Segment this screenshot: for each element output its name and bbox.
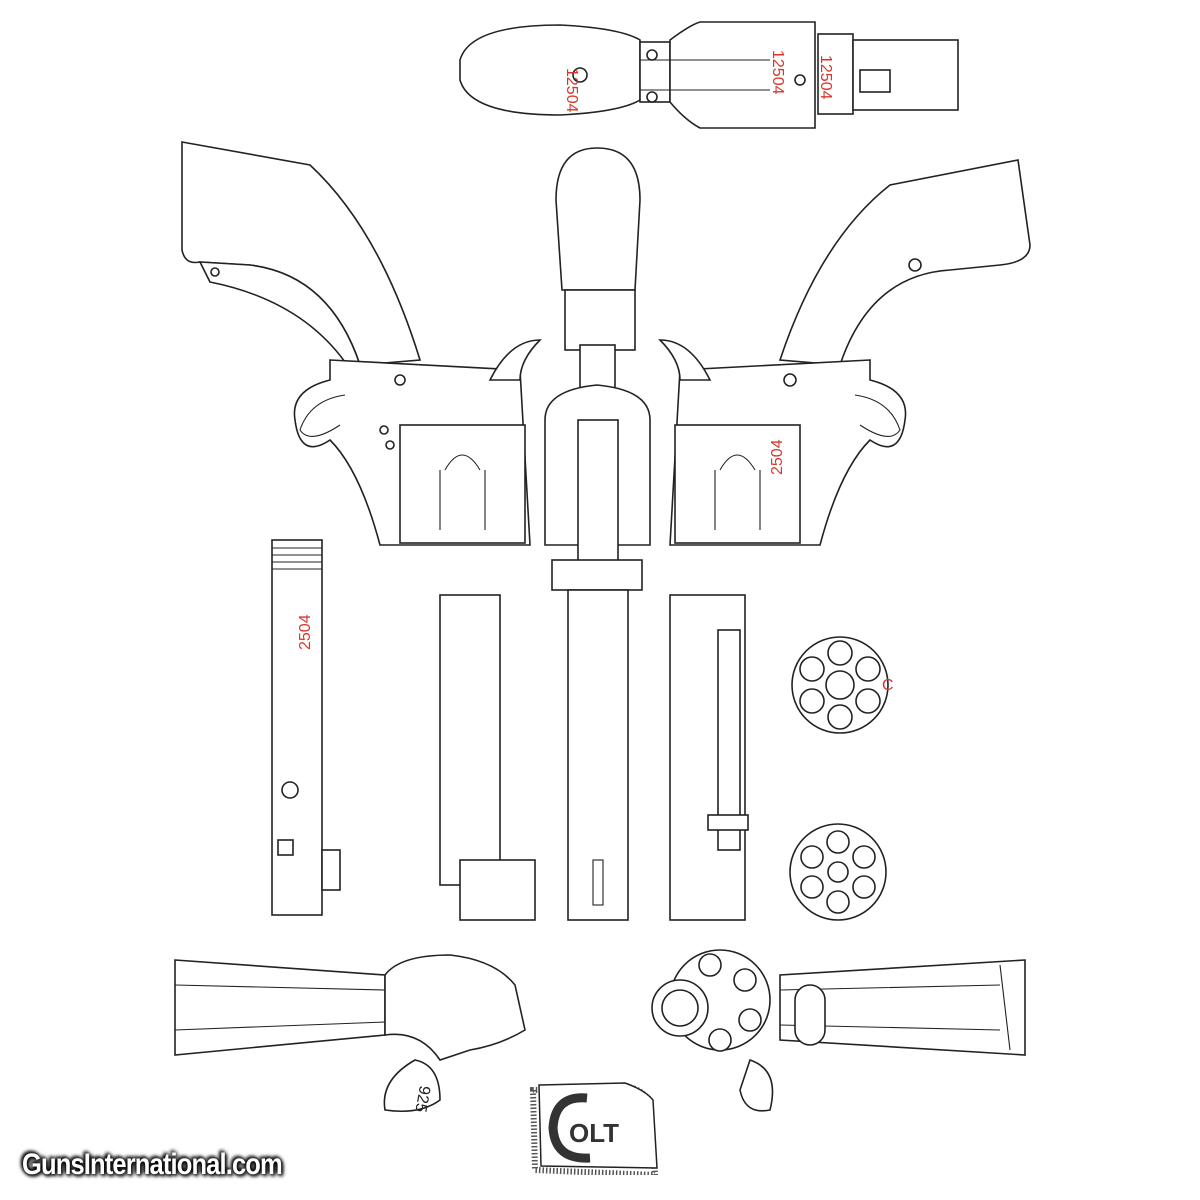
hammer-mark: 925 xyxy=(411,1084,432,1113)
watermark: GunsInternational.com xyxy=(22,1148,283,1181)
bottom-right-revolver xyxy=(651,949,1026,1112)
rear-view-revolver xyxy=(544,147,651,921)
top-cylinder-serial: 12504 xyxy=(817,55,834,100)
right-side-revolver xyxy=(658,159,1031,921)
colt-logo: OLT xyxy=(529,1082,659,1175)
side-serial: 2504 xyxy=(769,439,786,475)
top-grip-serial: 12504 xyxy=(563,68,580,113)
bottom-left-revolver xyxy=(174,954,526,1113)
cylinder-mark: C xyxy=(882,677,894,694)
top-view-revolver xyxy=(459,21,959,129)
cylinder-rear-view xyxy=(789,823,887,921)
barrel-serial: 2504 xyxy=(297,614,314,650)
logo-text: OLT xyxy=(569,1118,619,1148)
barrel-part xyxy=(271,539,341,916)
cylinder-front-view xyxy=(791,636,889,734)
left-side-revolver xyxy=(181,141,542,921)
top-frame-serial: 12504 xyxy=(769,50,786,95)
